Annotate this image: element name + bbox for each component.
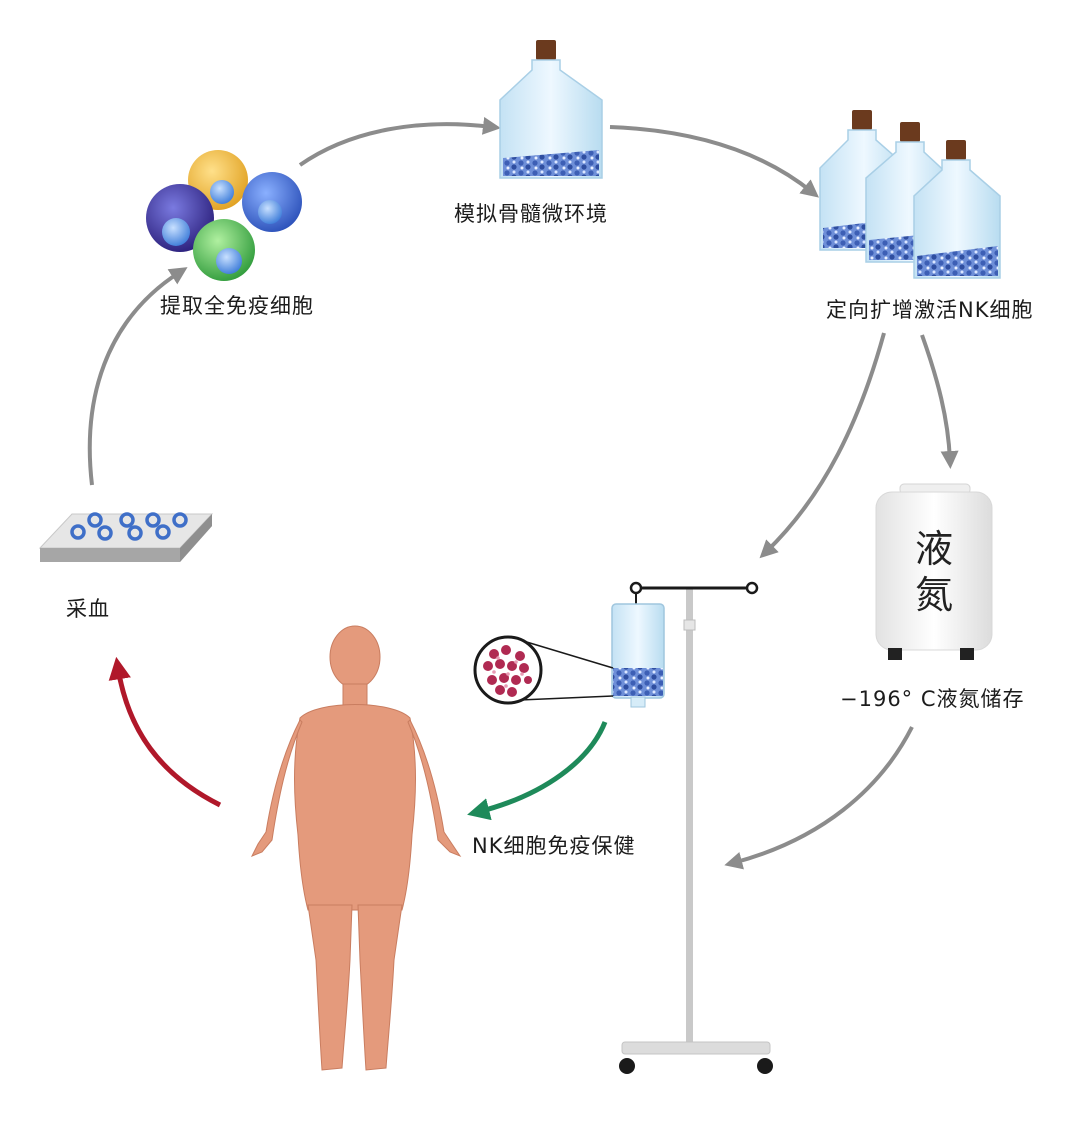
label-storage: −196° C液氮储存 <box>840 687 1025 711</box>
tank-label-line-1: 液 <box>914 527 953 571</box>
label-blood-draw: 采血 <box>66 597 110 621</box>
human-body-figure <box>250 625 462 1071</box>
label-bone-marrow-environment: 模拟骨髓微环境 <box>454 202 608 226</box>
tank-label-line-2: 氮 <box>914 573 953 617</box>
arrow-infusion-to-person <box>467 721 608 821</box>
arrow-expansion-to-storage <box>920 334 959 469</box>
expansion-flasks-icon <box>819 110 1001 279</box>
magnified-nk-cells <box>473 635 614 705</box>
blood-sample-plate <box>38 512 214 562</box>
arrow-environment-to-expansion <box>609 125 820 198</box>
label-infusion: NK细胞免疫保健 <box>472 834 636 858</box>
tank-label: 液 氮 <box>904 526 964 618</box>
arrow-blood-to-extract <box>87 267 188 486</box>
iv-bag <box>611 603 665 708</box>
arrow-person-to-blood-draw <box>108 656 222 808</box>
label-extract-cells: 提取全免疫细胞 <box>160 294 314 318</box>
culture-flask-icon <box>499 40 603 179</box>
liquid-nitrogen-tank <box>875 483 993 660</box>
iv-stand <box>619 581 773 1074</box>
arrow-extract-to-environment <box>298 116 501 167</box>
arrow-storage-to-infusion <box>724 726 914 870</box>
arrow-expansion-to-infusion <box>759 332 886 559</box>
immune-cells-illustration <box>146 150 302 281</box>
label-expand-activate: 定向扩增激活NK细胞 <box>826 298 1034 322</box>
